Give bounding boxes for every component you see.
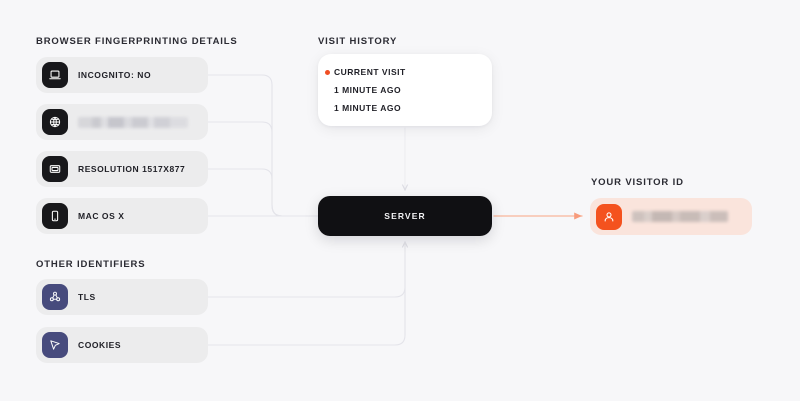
fingerprint-item-label: MAC OS X bbox=[78, 211, 125, 221]
cursor-arrow-icon bbox=[42, 332, 68, 358]
visit-dot-placeholder-icon bbox=[325, 106, 330, 111]
current-visit-dot-icon bbox=[325, 69, 330, 75]
laptop-icon bbox=[42, 62, 68, 88]
monitor-icon bbox=[42, 156, 68, 182]
section-title-visitor-id: YOUR VISITOR ID bbox=[591, 177, 684, 188]
visit-dot-placeholder-icon bbox=[325, 88, 330, 93]
fingerprint-item-value-redacted bbox=[78, 116, 188, 128]
visit-history-entry[interactable]: CURRENT VISIT bbox=[318, 63, 492, 81]
fingerprint-item-ip-address[interactable] bbox=[36, 104, 208, 140]
mobile-device-icon bbox=[42, 203, 68, 229]
fingerprint-item-resolution[interactable]: RESOLUTION 1517X877 bbox=[36, 151, 208, 187]
globe-icon bbox=[42, 109, 68, 135]
visit-history-card: CURRENT VISIT 1 MINUTE AGO 1 MINUTE AGO bbox=[318, 54, 492, 126]
visit-history-entry[interactable]: 1 MINUTE AGO bbox=[318, 81, 492, 99]
fingerprint-item-incognito[interactable]: INCOGNITO: NO bbox=[36, 57, 208, 93]
other-identifier-item-label: TLS bbox=[78, 292, 96, 302]
user-avatar-icon bbox=[596, 203, 622, 230]
other-identifier-item-label: COOKIES bbox=[78, 340, 122, 350]
visit-history-entry-label: 1 MINUTE AGO bbox=[334, 103, 402, 113]
wire-group-other-identifiers bbox=[207, 242, 405, 346]
fingerprint-item-operating-system[interactable]: MAC OS X bbox=[36, 198, 208, 234]
visitor-id-value-redacted bbox=[632, 211, 728, 222]
section-title-visit-history: VISIT HISTORY bbox=[318, 36, 398, 47]
visit-history-entry-label: 1 MINUTE AGO bbox=[334, 85, 402, 95]
visit-history-entry-label: CURRENT VISIT bbox=[334, 67, 406, 77]
other-identifier-item-tls[interactable]: TLS bbox=[36, 279, 208, 315]
other-identifier-item-cookies[interactable]: COOKIES bbox=[36, 327, 208, 363]
section-title-other-identifiers: OTHER IDENTIFIERS bbox=[36, 259, 146, 270]
fingerprint-item-label: INCOGNITO: NO bbox=[78, 70, 152, 80]
visitor-id-card[interactable] bbox=[590, 198, 752, 235]
server-label: SERVER bbox=[384, 211, 426, 221]
section-title-browser-fingerprinting: BROWSER FINGERPRINTING DETAILS bbox=[36, 36, 238, 47]
fingerprint-item-label: RESOLUTION 1517X877 bbox=[78, 164, 186, 174]
visit-history-entry[interactable]: 1 MINUTE AGO bbox=[318, 99, 492, 117]
network-nodes-icon bbox=[42, 284, 68, 310]
server-node: SERVER bbox=[318, 196, 492, 236]
